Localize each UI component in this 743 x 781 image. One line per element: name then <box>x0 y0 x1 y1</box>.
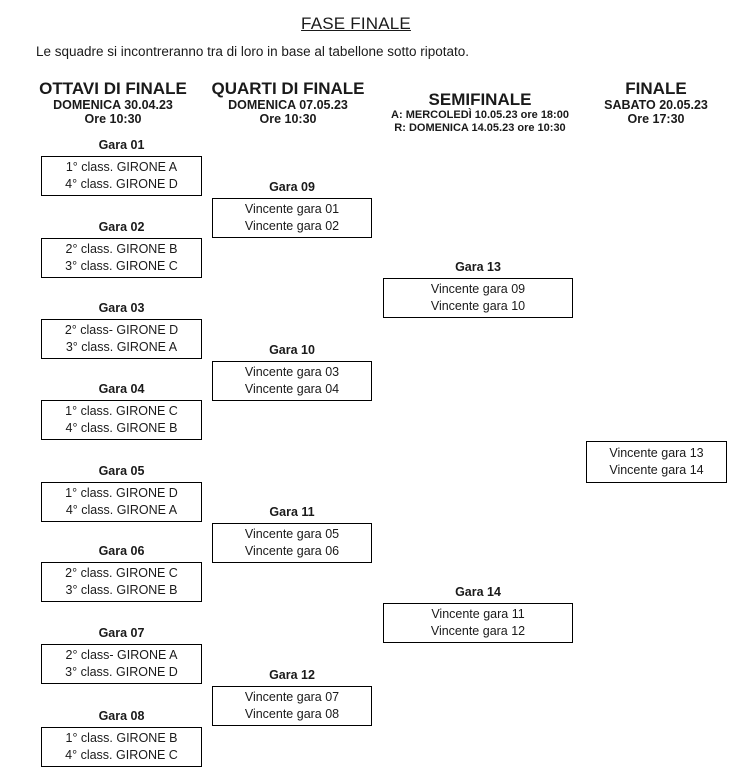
team-slot-home: 2° class- GIRONE A <box>65 648 178 662</box>
team-slot-away: Vincente gara 04 <box>244 382 340 396</box>
team-slot-home: Vincente gara 03 <box>244 365 340 379</box>
page-subtitle: Le squadre si incontreranno tra di loro … <box>36 44 470 59</box>
round-time: Ore 10:30 <box>259 112 317 126</box>
match-box: Vincente gara 03 Vincente gara 04 <box>212 361 372 401</box>
match-box: 2° class- GIRONE D 3° class. GIRONE A <box>41 319 202 359</box>
round-header-ottavi: OTTAVI DI FINALE DOMENICA 30.04.23 Ore 1… <box>13 79 213 127</box>
round-date: A: MERCOLEDÌ 10.05.23 ore 18:00 <box>391 109 569 121</box>
round-time: Ore 17:30 <box>627 112 685 126</box>
team-slot-home: 2° class. GIRONE C <box>65 566 178 580</box>
team-slot-away: 4° class. GIRONE D <box>65 177 178 191</box>
match-gara-10: Gara 10 Vincente gara 03 Vincente gara 0… <box>212 343 372 401</box>
round-time: R: DOMENICA 14.05.23 ore 10:30 <box>394 122 566 134</box>
round-name: FINALE <box>625 79 687 98</box>
match-label: Gara 09 <box>269 180 315 194</box>
match-box: Vincente gara 05 Vincente gara 06 <box>212 523 372 563</box>
match-label: Gara 12 <box>269 668 315 682</box>
match-gara-01: Gara 01 1° class. GIRONE A 4° class. GIR… <box>41 138 202 196</box>
match-finale: Vincente gara 13 Vincente gara 14 <box>586 441 727 483</box>
team-slot-away: Vincente gara 10 <box>430 299 526 313</box>
match-label: Gara 13 <box>455 260 501 274</box>
match-gara-02: Gara 02 2° class. GIRONE B 3° class. GIR… <box>41 220 202 278</box>
round-name: OTTAVI DI FINALE <box>39 79 187 98</box>
team-slot-home: Vincente gara 01 <box>244 202 340 216</box>
team-slot-home: 2° class. GIRONE B <box>65 242 178 256</box>
match-box: 2° class. GIRONE B 3° class. GIRONE C <box>41 238 202 278</box>
team-slot-away: 3° class. GIRONE A <box>65 340 178 354</box>
match-box: 2° class. GIRONE C 3° class. GIRONE B <box>41 562 202 602</box>
team-slot-away: 4° class. GIRONE C <box>65 748 178 762</box>
match-label: Gara 06 <box>98 544 145 558</box>
team-slot-away: Vincente gara 06 <box>244 544 340 558</box>
round-date: SABATO 20.05.23 <box>604 98 708 112</box>
match-gara-05: Gara 05 1° class. GIRONE D 4° class. GIR… <box>41 464 202 522</box>
match-box: 2° class- GIRONE A 3° class. GIRONE D <box>41 644 202 684</box>
match-label: Gara 02 <box>98 220 145 234</box>
team-slot-home: 1° class. GIRONE D <box>65 486 178 500</box>
round-date: DOMENICA 07.05.23 <box>228 98 348 112</box>
match-label: Gara 05 <box>98 464 145 478</box>
team-slot-away: Vincente gara 12 <box>430 624 526 638</box>
round-header-semifinale: SEMIFINALE A: MERCOLEDÌ 10.05.23 ore 18:… <box>370 91 590 135</box>
match-label: Gara 14 <box>455 585 501 599</box>
round-header-finale: FINALE SABATO 20.05.23 Ore 17:30 <box>556 79 743 127</box>
team-slot-away: 3° class. GIRONE C <box>65 259 178 273</box>
match-gara-12: Gara 12 Vincente gara 07 Vincente gara 0… <box>212 668 372 726</box>
round-header-quarti: QUARTI DI FINALE DOMENICA 07.05.23 Ore 1… <box>188 79 388 127</box>
match-box: Vincente gara 13 Vincente gara 14 <box>586 441 727 483</box>
match-gara-03: Gara 03 2° class- GIRONE D 3° class. GIR… <box>41 301 202 359</box>
team-slot-away: 4° class. GIRONE B <box>65 421 178 435</box>
team-slot-away: Vincente gara 02 <box>244 219 340 233</box>
match-label: Gara 04 <box>98 382 145 396</box>
team-slot-home: 1° class. GIRONE A <box>65 160 178 174</box>
match-box: Vincente gara 01 Vincente gara 02 <box>212 198 372 238</box>
match-box: 1° class. GIRONE C 4° class. GIRONE B <box>41 400 202 440</box>
match-gara-04: Gara 04 1° class. GIRONE C 4° class. GIR… <box>41 382 202 440</box>
match-gara-08: Gara 08 1° class. GIRONE B 4° class. GIR… <box>41 709 202 767</box>
match-label: Gara 08 <box>98 709 145 723</box>
match-gara-09: Gara 09 Vincente gara 01 Vincente gara 0… <box>212 180 372 238</box>
round-name: QUARTI DI FINALE <box>211 79 365 98</box>
team-slot-home: Vincente gara 07 <box>244 690 340 704</box>
match-gara-06: Gara 06 2° class. GIRONE C 3° class. GIR… <box>41 544 202 602</box>
match-box: 1° class. GIRONE A 4° class. GIRONE D <box>41 156 202 196</box>
match-box: 1° class. GIRONE B 4° class. GIRONE C <box>41 727 202 767</box>
team-slot-home: Vincente gara 09 <box>430 282 526 296</box>
team-slot-away: 4° class. GIRONE A <box>65 503 178 517</box>
match-box: Vincente gara 11 Vincente gara 12 <box>383 603 573 643</box>
team-slot-away: Vincente gara 14 <box>609 463 704 478</box>
match-gara-07: Gara 07 2° class- GIRONE A 3° class. GIR… <box>41 626 202 684</box>
match-gara-13: Gara 13 Vincente gara 09 Vincente gara 1… <box>383 260 573 318</box>
round-time: Ore 10:30 <box>84 112 142 126</box>
match-label: Gara 10 <box>269 343 315 357</box>
team-slot-away: 3° class. GIRONE B <box>65 583 178 597</box>
team-slot-away: 3° class. GIRONE D <box>65 665 178 679</box>
match-label: Gara 01 <box>98 138 145 152</box>
team-slot-home: Vincente gara 13 <box>609 445 704 460</box>
team-slot-home: 1° class. GIRONE B <box>65 731 178 745</box>
team-slot-home: 1° class. GIRONE C <box>65 404 178 418</box>
match-label: Gara 07 <box>98 626 145 640</box>
match-box: 1° class. GIRONE D 4° class. GIRONE A <box>41 482 202 522</box>
round-name: SEMIFINALE <box>428 90 532 109</box>
team-slot-home: Vincente gara 11 <box>431 607 525 621</box>
match-label: Gara 11 <box>269 505 315 519</box>
team-slot-home: 2° class- GIRONE D <box>64 323 179 337</box>
match-gara-14: Gara 14 Vincente gara 11 Vincente gara 1… <box>383 585 573 643</box>
page-title: FASE FINALE <box>301 14 411 33</box>
match-label: Gara 03 <box>98 301 145 315</box>
match-box: Vincente gara 09 Vincente gara 10 <box>383 278 573 318</box>
match-box: Vincente gara 07 Vincente gara 08 <box>212 686 372 726</box>
match-gara-11: Gara 11 Vincente gara 05 Vincente gara 0… <box>212 505 372 563</box>
team-slot-home: Vincente gara 05 <box>244 527 340 541</box>
round-date: DOMENICA 30.04.23 <box>53 98 173 112</box>
team-slot-away: Vincente gara 08 <box>244 707 340 721</box>
